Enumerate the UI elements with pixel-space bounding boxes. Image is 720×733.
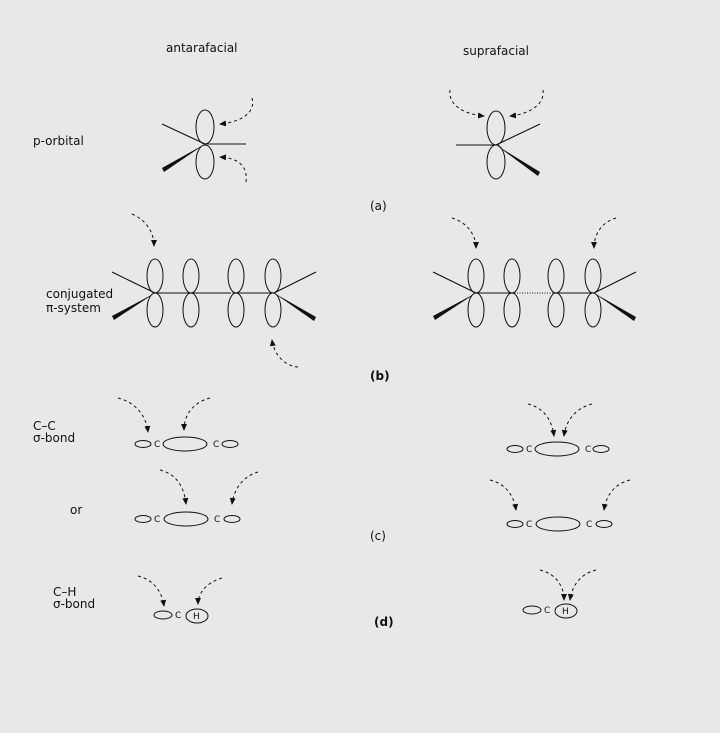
carbon-atom: C — [585, 445, 591, 455]
cc-bond-suprafacial-2: C C — [489, 479, 631, 532]
cc-bond-antarafacial-2: C C — [134, 469, 259, 527]
label-cc: C–C — [33, 419, 56, 433]
carbon-atom: C — [213, 440, 219, 450]
panel-label-d: (d) — [374, 615, 394, 629]
label-conjugated: conjugated — [46, 287, 113, 301]
carbon-atom: C — [526, 520, 532, 530]
hydrogen-atom: H — [562, 607, 569, 617]
carbon-atom: C — [154, 515, 160, 525]
p-orbital-suprafacial — [449, 89, 544, 180]
label-cc-sigma: σ-bond — [33, 431, 75, 445]
p-orbital-antarafacial — [161, 97, 254, 183]
pi-system-suprafacial — [432, 217, 637, 328]
carbon-atom: C — [544, 606, 550, 616]
label-or: or — [70, 503, 82, 517]
panel-label-a: (a) — [370, 199, 387, 213]
panel-label-b: (b) — [370, 369, 390, 383]
carbon-atom: C — [526, 445, 532, 455]
header-suprafacial: suprafacial — [463, 44, 529, 58]
label-pi-system: π-system — [46, 301, 101, 315]
carbon-atom: C — [214, 515, 220, 525]
ch-bond-suprafacial: C H — [522, 569, 597, 619]
label-ch: C–H — [53, 585, 76, 599]
label-p-orbital: p-orbital — [33, 134, 84, 148]
hydrogen-atom: H — [193, 612, 200, 622]
label-ch-sigma: σ-bond — [53, 597, 95, 611]
carbon-atom: C — [154, 440, 160, 450]
carbon-atom: C — [175, 611, 181, 621]
pi-system-antarafacial — [111, 213, 317, 368]
ch-bond-antarafacial: C H — [137, 575, 223, 624]
cc-bond-antarafacial-1: C C — [117, 397, 239, 452]
carbon-atom: C — [586, 520, 592, 530]
panel-label-c: (c) — [370, 529, 386, 543]
cc-bond-suprafacial-1: C C — [506, 403, 610, 457]
header-antarafacial: antarafacial — [166, 41, 238, 55]
